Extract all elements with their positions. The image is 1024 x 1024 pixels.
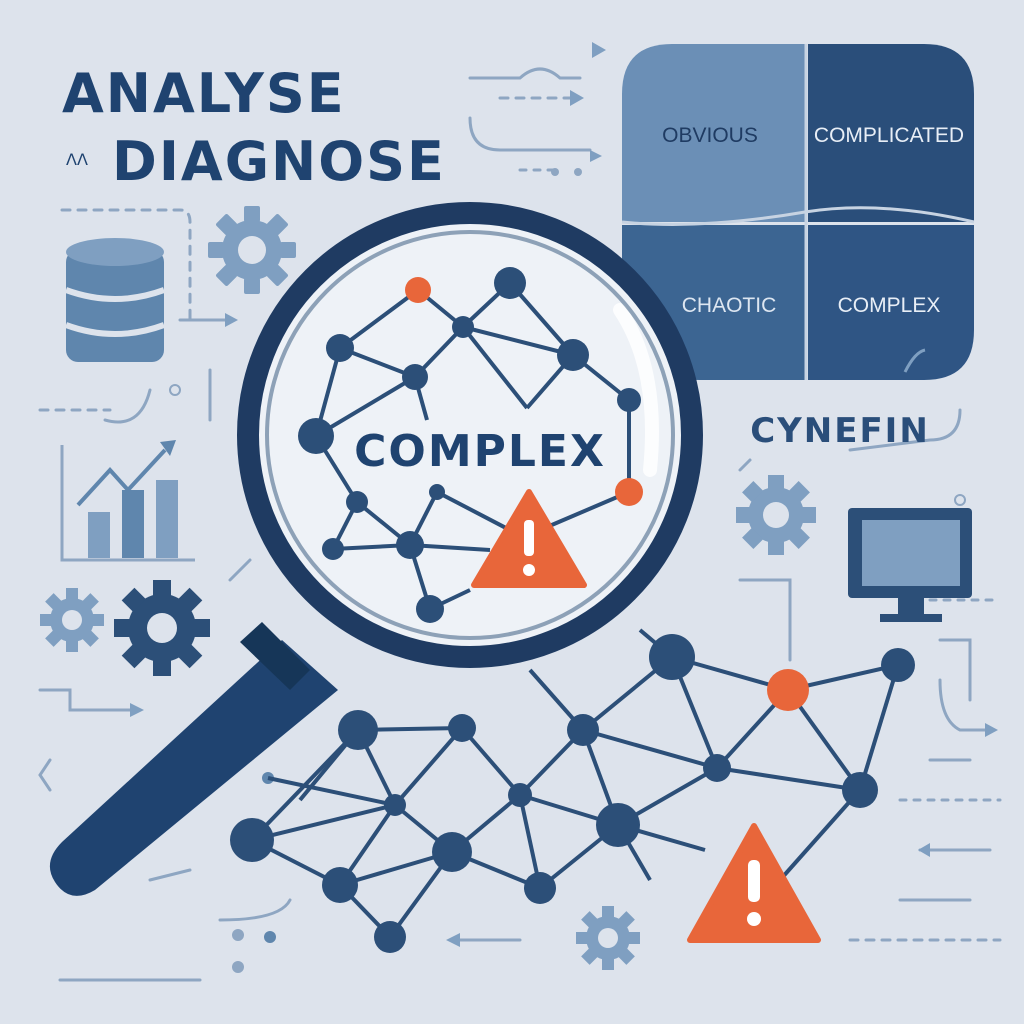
quadrant-label-complicated: COMPLICATED xyxy=(814,124,964,147)
quadrant-complex xyxy=(808,225,974,380)
title-mark: ΛΛ xyxy=(66,150,88,169)
lens-network xyxy=(298,267,643,623)
gear-icon xyxy=(576,906,640,970)
monitor-icon xyxy=(848,508,972,622)
decorative-connectors xyxy=(38,67,1002,982)
gear-icon xyxy=(40,588,104,652)
magnifier-label: COMPLEX xyxy=(354,426,606,477)
quadrant-obvious xyxy=(622,44,805,222)
gear-icon xyxy=(114,580,210,676)
quadrant-label-complex: COMPLEX xyxy=(838,294,941,317)
title-line-2: DIAGNOSE xyxy=(112,130,446,193)
framework-name: CYNEFIN xyxy=(750,411,930,451)
lower-network xyxy=(230,628,915,953)
bar-chart-icon xyxy=(60,440,195,562)
database-icon xyxy=(64,238,166,362)
gear-icon xyxy=(736,475,816,555)
warning-icon xyxy=(687,823,821,943)
quadrant-label-obvious: OBVIOUS xyxy=(662,124,758,147)
warning-icon xyxy=(471,489,587,588)
quadrant-label-chaotic: CHAOTIC xyxy=(682,294,777,317)
arrow-heads xyxy=(130,42,998,947)
gear-icon xyxy=(208,206,296,294)
title-line-1: ANALYSE xyxy=(62,62,346,125)
cynefin-framework: OBVIOUS COMPLICATED CHAOTIC COMPLEX xyxy=(621,44,975,380)
quadrant-complicated xyxy=(808,44,974,222)
